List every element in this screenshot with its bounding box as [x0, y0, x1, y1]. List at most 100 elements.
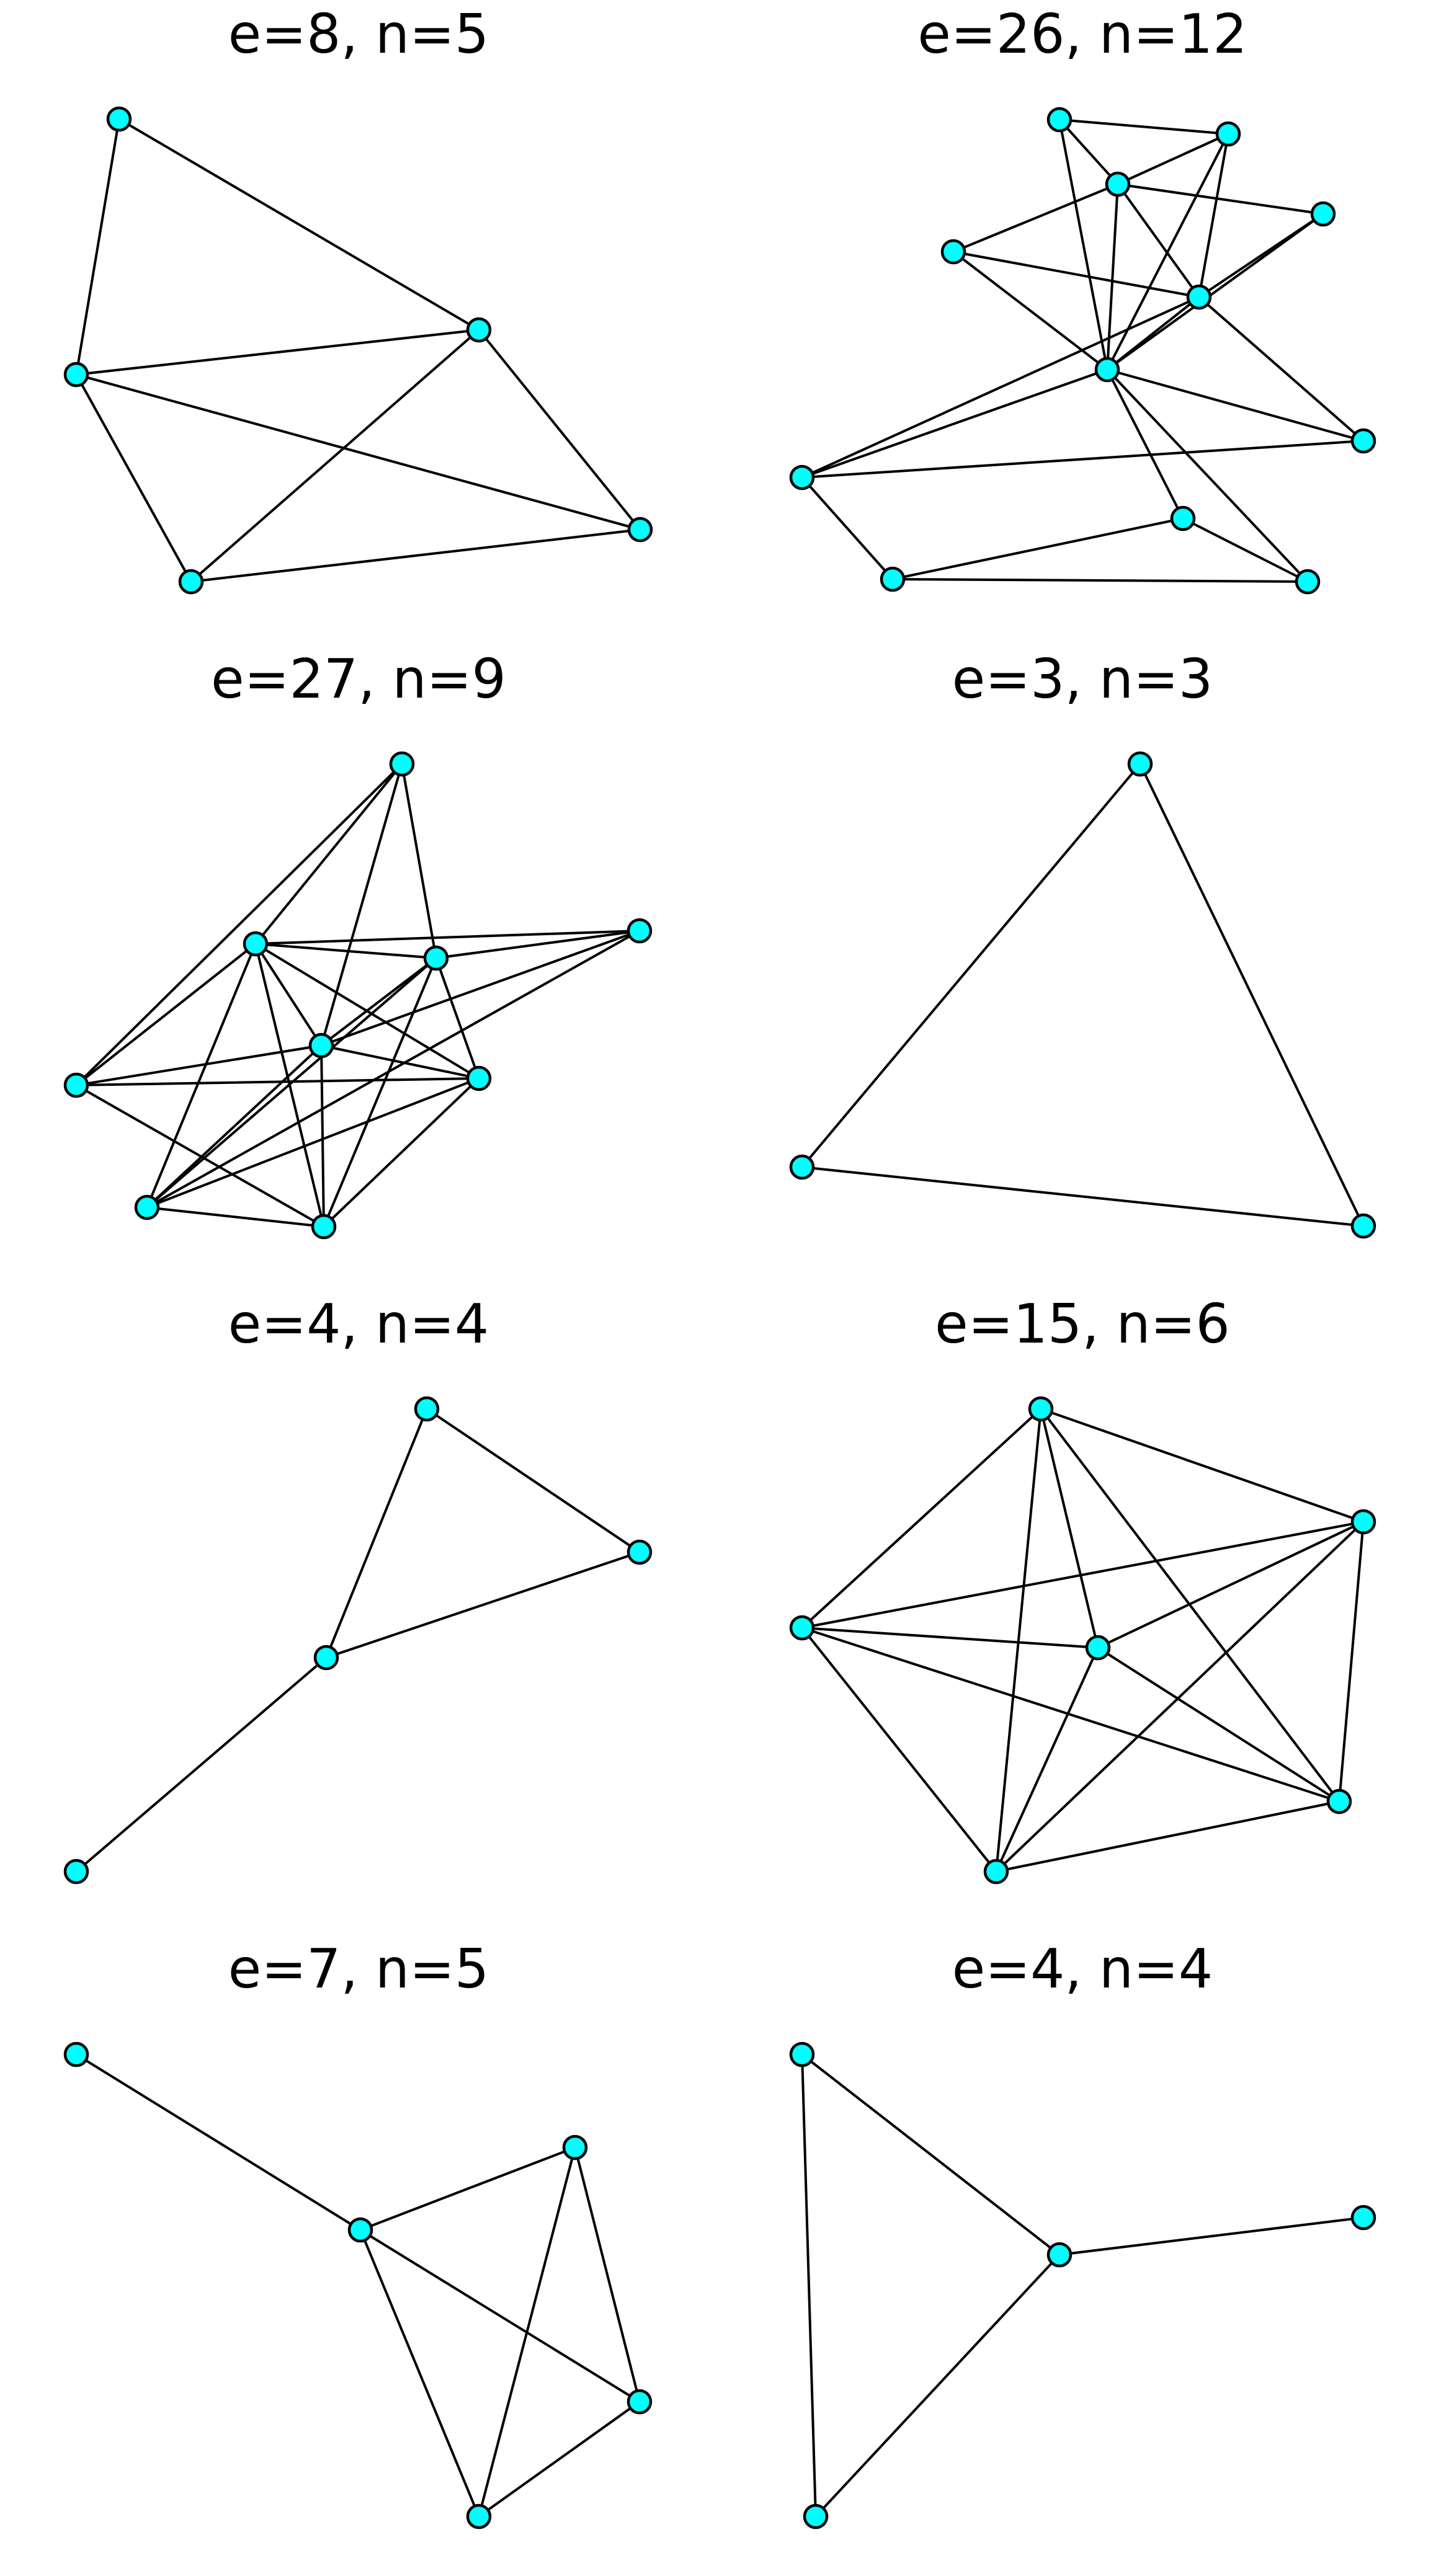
panel-title-5: e=4, n=4	[228, 1292, 489, 1356]
node-a	[1046, 107, 1073, 133]
node-a	[1127, 751, 1153, 777]
node-d	[178, 569, 204, 595]
node-b	[1350, 2205, 1376, 2231]
edge-b-c	[1117, 133, 1229, 185]
edge-c-d	[1117, 183, 1324, 215]
node-l	[1295, 569, 1321, 595]
edge-c-e	[952, 183, 1119, 253]
edge-a-c	[325, 1408, 428, 1659]
edge-i-k	[801, 476, 894, 580]
edge-a-d	[1040, 1408, 1099, 1649]
node-a	[389, 751, 415, 777]
edge-b-c	[75, 329, 480, 376]
node-d	[63, 1859, 89, 1885]
edge-f-h	[1198, 296, 1365, 442]
edge-b-e	[254, 943, 323, 1047]
panel-title-4: e=3, n=3	[952, 647, 1213, 711]
edge-c-i	[323, 957, 437, 1228]
panel-4: e=3, n=3	[789, 647, 1376, 1239]
edge-g-h	[1106, 368, 1365, 442]
node-f	[983, 1859, 1009, 1885]
edge-a-b	[1058, 118, 1229, 135]
node-d	[627, 2389, 653, 2415]
panel-1-edges	[75, 118, 641, 583]
node-a	[789, 2041, 815, 2067]
node-a	[106, 106, 132, 132]
edge-d-e	[190, 528, 641, 583]
panel-8: e=4, n=4	[789, 1937, 1376, 2529]
panel-6: e=15, n=6	[789, 1292, 1376, 1885]
panel-7: e=7, n=5	[63, 1937, 653, 2529]
node-b	[1215, 121, 1241, 147]
edge-h-i	[801, 440, 1365, 479]
node-i	[311, 1214, 337, 1240]
edge-c-d	[435, 930, 641, 959]
edge-g-l	[1106, 368, 1309, 583]
node-d	[1310, 201, 1336, 227]
edge-b-c	[359, 2146, 576, 2231]
edge-j-l	[1182, 517, 1309, 583]
edge-a-g	[1058, 118, 1108, 371]
node-d	[627, 918, 653, 944]
node-c	[789, 1154, 815, 1180]
panel-5: e=4, n=4	[63, 1292, 653, 1885]
node-c	[423, 945, 449, 971]
edge-g-j	[1106, 368, 1184, 520]
panel-5-nodes	[63, 1396, 653, 1885]
edge-f-g	[1106, 296, 1200, 371]
edge-a-b	[426, 1408, 641, 1553]
edge-a-b	[1040, 1408, 1365, 1523]
node-d	[1085, 1635, 1111, 1661]
panel-title-6: e=15, n=6	[935, 1292, 1230, 1356]
panel-title-3: e=27, n=9	[211, 647, 506, 711]
node-f	[466, 1065, 492, 1091]
edge-c-e	[801, 1627, 1340, 1803]
edge-c-d	[75, 1656, 328, 1873]
panel-6-nodes	[789, 1396, 1376, 1885]
edge-f-i	[323, 1077, 480, 1228]
node-c	[313, 1645, 339, 1671]
node-c	[466, 317, 492, 343]
panel-title-7: e=7, n=5	[228, 1937, 489, 2001]
edge-d-e	[1097, 1646, 1340, 1803]
node-k	[880, 566, 906, 592]
node-a	[1028, 1396, 1054, 1422]
edge-a-f	[995, 1408, 1042, 1873]
edge-b-d	[75, 373, 192, 583]
node-e	[1326, 1788, 1352, 1814]
edge-c-d	[359, 2229, 641, 2403]
edge-b-c	[325, 1551, 641, 1659]
edge-a-b	[254, 763, 403, 945]
edge-b-c	[1058, 2216, 1365, 2256]
edge-e-f	[952, 251, 1200, 298]
panel-3: e=27, n=9	[63, 647, 653, 1240]
panel-4-edges	[801, 763, 1365, 1227]
node-e	[466, 2503, 492, 2529]
edge-c-f	[801, 1627, 997, 1873]
node-b	[243, 931, 269, 957]
panel-2: e=26, n=12	[789, 2, 1376, 595]
edge-a-c	[801, 1408, 1042, 1629]
node-b	[63, 362, 89, 388]
panel-6-edges	[801, 1408, 1365, 1873]
edge-d-h	[146, 930, 641, 1209]
node-b	[627, 1539, 653, 1565]
edge-k-l	[891, 578, 1309, 583]
edge-b-d	[1097, 1521, 1365, 1649]
panel-title-1: e=8, n=5	[228, 2, 489, 66]
edge-b-h	[146, 943, 257, 1209]
edge-b-c	[801, 1166, 1365, 1227]
panel-2-nodes	[789, 107, 1376, 595]
node-d	[803, 2503, 829, 2529]
panel-4-nodes	[789, 751, 1376, 1239]
node-c	[347, 2217, 373, 2243]
panel-3-edges	[75, 763, 641, 1228]
edge-b-f	[995, 1521, 1365, 1873]
node-g	[1094, 357, 1120, 383]
edge-g-i	[801, 368, 1108, 479]
edge-a-c	[801, 763, 1141, 1168]
node-h	[1350, 428, 1376, 454]
edge-f-h	[146, 1077, 480, 1209]
